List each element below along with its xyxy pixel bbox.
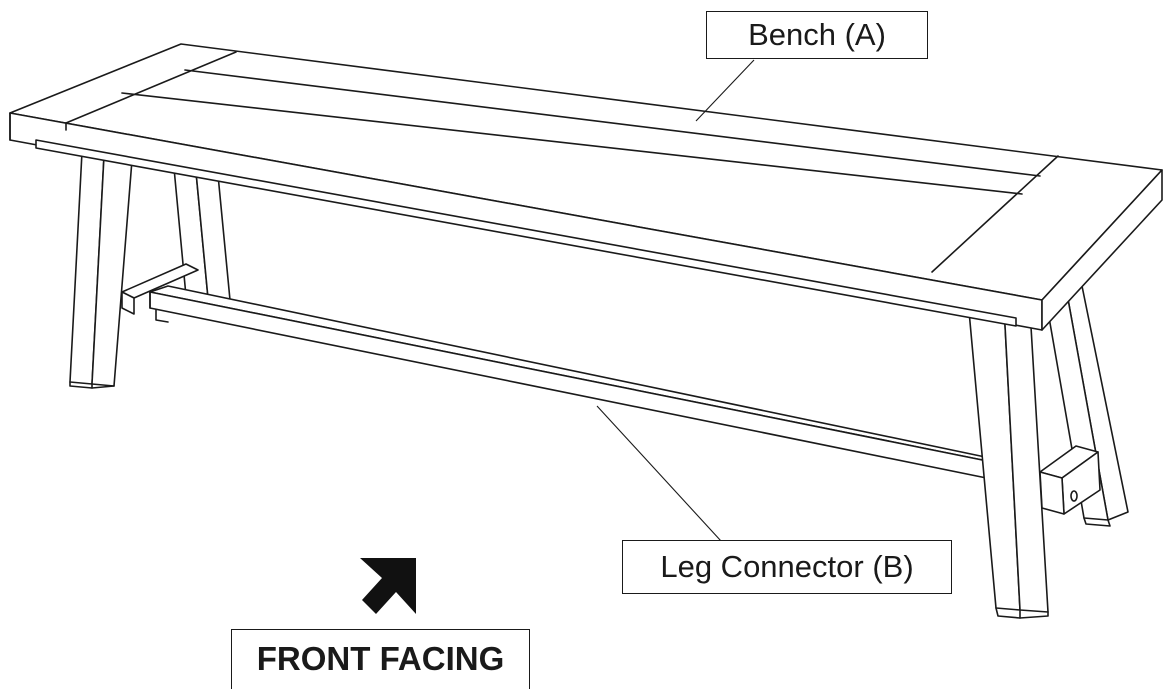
leg-connector-label: Leg Connector (B) <box>622 540 952 594</box>
back-left-side-stretcher <box>121 263 199 323</box>
front-facing-label: FRONT FACING <box>231 629 530 689</box>
front-facing-arrow-icon <box>360 558 416 614</box>
leg-connector-stretcher <box>149 285 1017 485</box>
front-apron <box>35 139 1017 327</box>
bench-label: Bench (A) <box>706 11 928 59</box>
back-right-side-stretcher <box>1039 445 1101 515</box>
bench-leader-line <box>695 59 755 122</box>
back-left-leg <box>173 167 231 301</box>
front-left-leg <box>69 151 133 389</box>
leg-connector-leader-line <box>596 405 722 542</box>
